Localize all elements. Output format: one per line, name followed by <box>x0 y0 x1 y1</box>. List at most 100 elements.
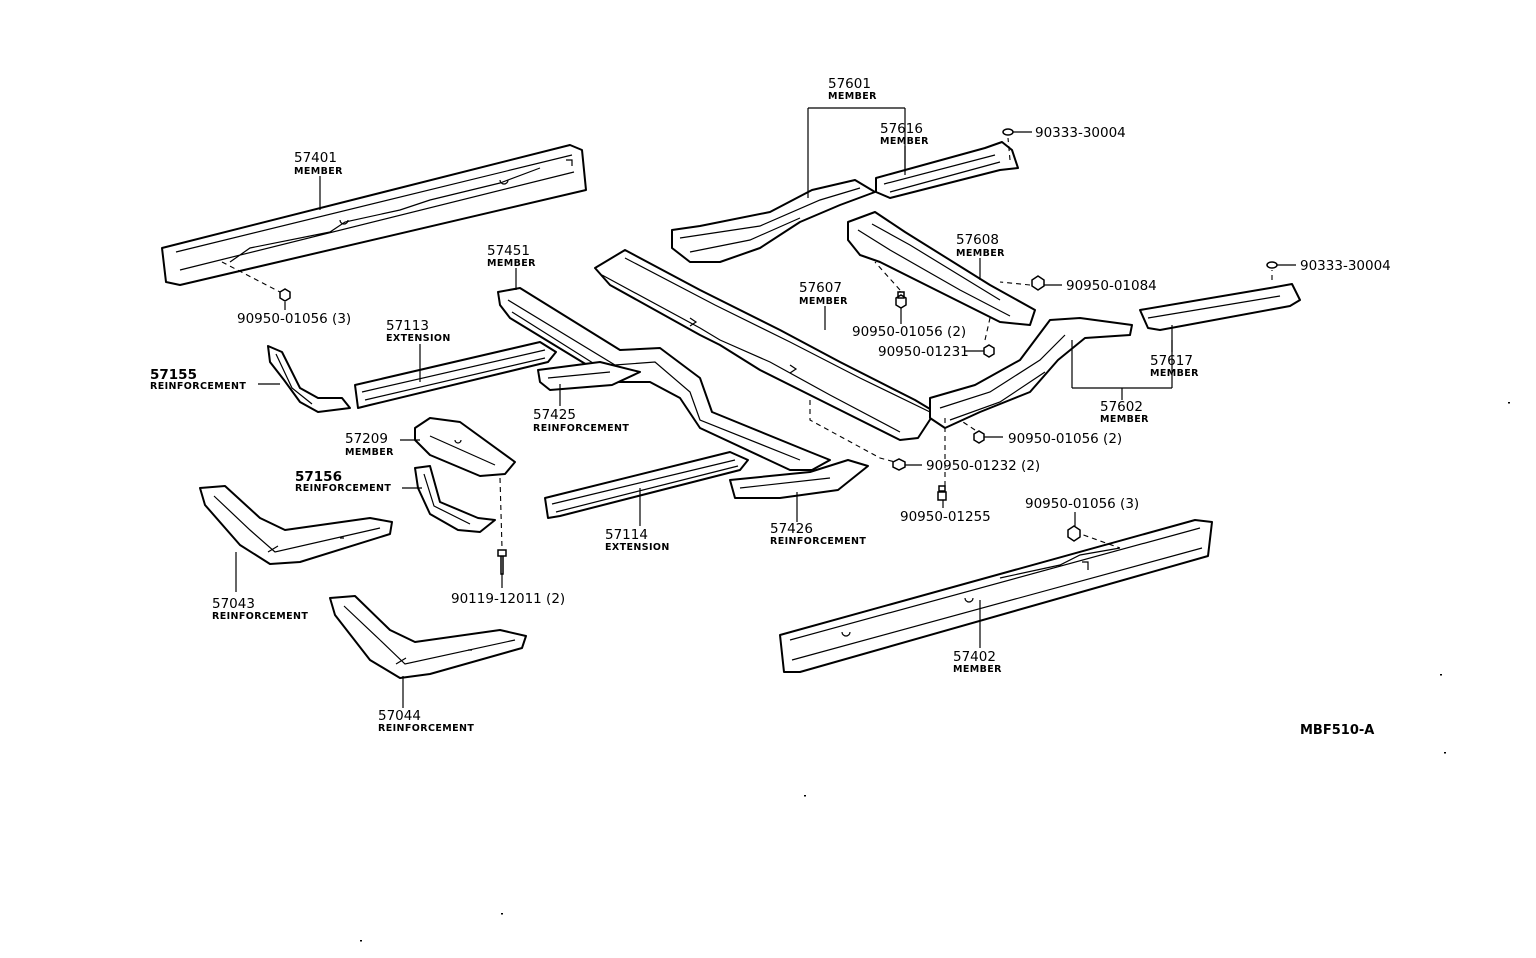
label-57616: 57616 MEMBER <box>880 121 929 147</box>
label-57617: 57617 MEMBER <box>1150 353 1199 379</box>
part-number: 57451 <box>487 243 530 259</box>
bolt-icon <box>497 549 507 575</box>
part-number: 57426 <box>770 521 813 537</box>
label-57608: 57608 MEMBER <box>956 232 1005 259</box>
nut-icon <box>1067 525 1081 542</box>
part-57114-shape <box>544 451 749 519</box>
part-name: REINFORCEMENT <box>295 483 391 494</box>
washer-icon <box>1266 261 1278 269</box>
part-number: 57043 <box>212 596 255 612</box>
part-57607-shape <box>594 249 936 441</box>
fastener-label: 90950-01232 (2) <box>926 458 1040 474</box>
part-57402-shape <box>779 519 1213 673</box>
part-57601-shape <box>671 179 876 263</box>
part-57608-shape <box>847 211 1036 326</box>
part-number: 57114 <box>605 527 648 543</box>
label-57044: 57044 REINFORCEMENT <box>378 708 474 734</box>
part-57425-shape <box>537 361 641 391</box>
part-number: 57113 <box>386 318 429 334</box>
part-57616-shape <box>875 141 1019 199</box>
nut-icon <box>973 430 985 444</box>
part-name: MEMBER <box>1100 414 1149 425</box>
part-57156-shape <box>414 465 496 533</box>
label-57401: 57401 MEMBER <box>294 150 343 177</box>
leader-lines <box>235 107 1296 708</box>
label-57114: 57114 EXTENSION <box>605 527 670 553</box>
label-57155: 57155 REINFORCEMENT <box>150 367 246 392</box>
part-57401-shape <box>161 144 587 286</box>
part-name: REINFORCEMENT <box>212 611 308 622</box>
part-name: EXTENSION <box>386 333 451 344</box>
part-57209-shape <box>414 417 516 477</box>
part-name: MEMBER <box>828 91 877 102</box>
part-57113-shape <box>354 341 557 409</box>
part-name: REINFORCEMENT <box>150 381 246 392</box>
part-57044-shape <box>329 595 527 679</box>
part-name: MEMBER <box>880 136 929 147</box>
fastener-icons <box>279 128 1278 575</box>
label-57043: 57043 REINFORCEMENT <box>212 596 308 622</box>
fastener-label: 90950-01231 <box>878 344 969 360</box>
nut-icon <box>937 485 947 501</box>
part-number: 57617 <box>1150 353 1193 369</box>
label-57602: 57602 MEMBER <box>1100 399 1149 425</box>
part-number: 57601 <box>828 76 871 92</box>
dashed-connectors <box>221 137 1273 549</box>
part-name: REINFORCEMENT <box>533 423 629 434</box>
label-57402: 57402 MEMBER <box>953 649 1002 675</box>
fastener-label: 90950-01255 <box>900 509 991 525</box>
fastener-label: 90950-01056 (2) <box>852 324 966 340</box>
nut-icon <box>1031 275 1045 291</box>
part-number: 57607 <box>799 280 842 296</box>
nut-icon <box>983 344 995 358</box>
part-57155-shape <box>267 345 351 413</box>
part-name: MEMBER <box>953 664 1002 675</box>
part-57602-shape <box>929 317 1133 429</box>
label-57451: 57451 MEMBER <box>487 243 536 269</box>
fastener-label: 90950-01084 <box>1066 278 1157 294</box>
fastener-label: 90950-01056 (3) <box>237 311 351 327</box>
part-name: EXTENSION <box>605 542 670 553</box>
fastener-label: 90950-01056 (2) <box>1008 431 1122 447</box>
reference-code: MBF510-A <box>1300 723 1374 738</box>
part-57426-shape <box>729 459 869 499</box>
fastener-label: 90333-30004 <box>1035 125 1126 141</box>
part-name: REINFORCEMENT <box>378 723 474 734</box>
part-number: 57044 <box>378 708 421 724</box>
label-57156: 57156 REINFORCEMENT <box>295 469 391 494</box>
part-number: 57602 <box>1100 399 1143 415</box>
part-name: MEMBER <box>294 166 343 177</box>
part-number: 57155 <box>150 367 197 383</box>
nut-icon <box>895 291 907 309</box>
part-number: 57402 <box>953 649 996 665</box>
fastener-label: 90333-30004 <box>1300 258 1391 274</box>
label-57425: 57425 REINFORCEMENT <box>533 407 629 434</box>
part-name: MEMBER <box>345 447 394 458</box>
part-number: 57401 <box>294 150 337 166</box>
part-number: 57608 <box>956 232 999 248</box>
nut-icon <box>892 458 906 471</box>
washer-icon <box>1002 128 1014 136</box>
label-57426: 57426 REINFORCEMENT <box>770 521 866 547</box>
part-57043-shape <box>199 485 393 565</box>
part-name: MEMBER <box>1150 368 1199 379</box>
label-57607: 57607 MEMBER <box>799 280 848 307</box>
scan-specks <box>360 402 1510 942</box>
part-number: 57209 <box>345 431 388 447</box>
part-name: MEMBER <box>487 258 536 269</box>
fastener-label: 90119-12011 (2) <box>451 591 565 607</box>
label-57601: 57601 MEMBER <box>828 76 877 102</box>
part-name: MEMBER <box>799 296 848 307</box>
part-number: 57156 <box>295 469 342 485</box>
nut-icon <box>279 288 291 302</box>
label-57113: 57113 EXTENSION <box>386 318 451 344</box>
part-number: 57425 <box>533 407 576 423</box>
part-name: REINFORCEMENT <box>770 536 866 547</box>
fastener-label: 90950-01056 (3) <box>1025 496 1139 512</box>
part-57617-shape <box>1139 283 1301 331</box>
label-57209: 57209 MEMBER <box>345 431 394 458</box>
part-name: MEMBER <box>956 248 1005 259</box>
part-number: 57616 <box>880 121 923 137</box>
